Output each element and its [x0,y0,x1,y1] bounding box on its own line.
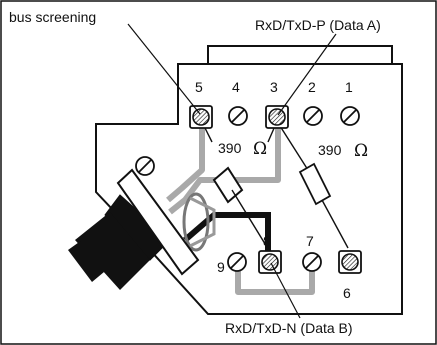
leader-data-b [270,262,301,319]
cable-end [68,240,104,282]
cable-jacket [75,212,150,290]
data-b-wire [183,212,271,258]
resistor-right-body [298,162,332,206]
terminal-screw-1 [340,106,360,126]
terminal-label-3: 3 [270,79,278,95]
data-a-label: RxD/TxD-P (Data A) [255,17,381,33]
mounting-screw [135,156,155,176]
terminal-screw-4 [228,106,248,126]
grey-wires [166,128,315,295]
clip-lead [231,189,271,253]
resistor-left-value: 390 [218,140,242,156]
strain-relief-clamp [116,168,200,276]
terminal-label-6: 6 [343,285,351,301]
terminal-screw-6 [338,250,362,274]
shield-loop [182,192,210,252]
bus-screening-label: bus screening [9,9,96,25]
resistor-right-lead-top [279,125,309,171]
terminal-label-8: 8 [263,233,271,249]
leader-bus-screening [127,23,201,115]
terminal-screw-7 [302,252,322,272]
terminal-label-1: 1 [345,79,353,95]
shield-braid [189,196,216,248]
resistor-right-lead-bottom [321,199,349,249]
terminal-label-7: 7 [306,233,314,249]
terminal-label-9: 9 [217,259,225,275]
shield-clip [212,166,244,204]
resistor-right-value: 390 [318,142,342,158]
terminal-screw-2 [303,106,323,126]
resistor-left-unit: Ω [253,139,267,159]
terminal-label-5: 5 [195,79,203,95]
terminal-screw-5 [189,105,213,129]
terminal-label-2: 2 [308,79,316,95]
connector-flange [207,45,393,64]
leader-data-a [277,33,337,116]
resistor-right-unit: Ω [354,141,368,161]
terminal-screw-3 [265,105,289,129]
terminal-screw-9 [227,252,247,272]
terminal-label-4: 4 [232,79,240,95]
terminal-screw-8 [258,250,282,274]
data-b-label: RxD/TxD-N (Data B) [225,320,353,336]
